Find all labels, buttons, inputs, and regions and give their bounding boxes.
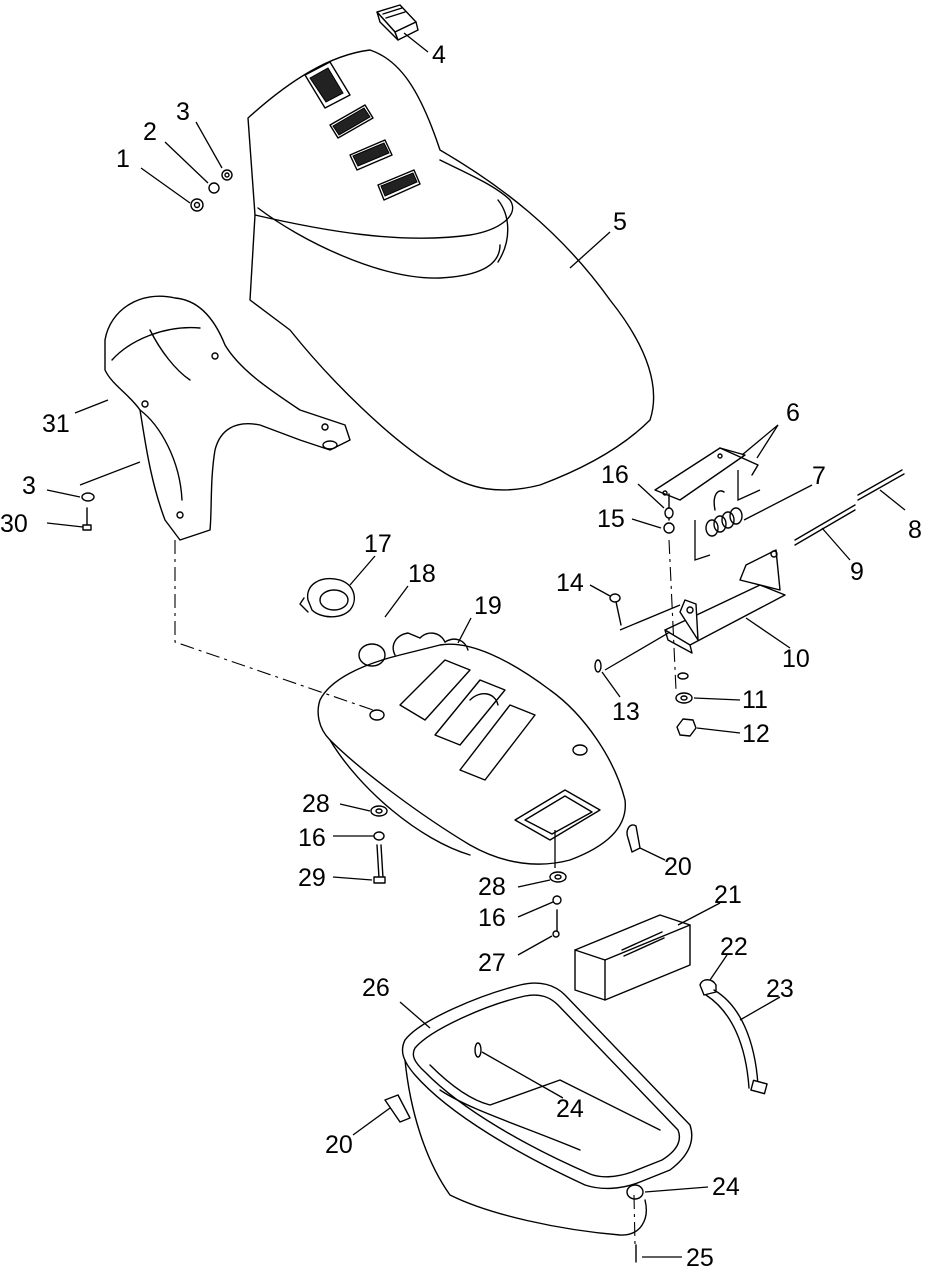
callout-26: 26 — [362, 974, 390, 1002]
shroud-part-31 — [104, 295, 351, 541]
callout-28-left: 28 — [302, 790, 330, 818]
callout-6: 6 — [786, 399, 800, 427]
callout-labels: 1 2 3 4 5 6 7 8 9 10 11 12 13 14 15 16 1… — [0, 41, 922, 1272]
latch-assembly — [604, 447, 905, 671]
switch-part-4 — [376, 4, 419, 41]
flange-part-17 — [299, 578, 356, 618]
callout-18: 18 — [408, 560, 436, 588]
callout-3-top: 3 — [176, 98, 190, 126]
hood-cover — [247, 49, 655, 491]
tray-part-26 — [401, 982, 693, 1263]
callout-4: 4 — [432, 41, 446, 69]
callout-11: 11 — [742, 686, 768, 714]
clip-part-20-upper — [626, 824, 641, 853]
strap-part-22-23 — [699, 979, 768, 1095]
callout-12: 12 — [742, 720, 770, 748]
callout-5: 5 — [613, 208, 627, 236]
assembly-lines — [174, 539, 677, 1246]
pin-part-20-lower — [384, 1094, 411, 1123]
box-part-21 — [574, 914, 691, 1001]
callout-7: 7 — [812, 462, 826, 490]
callout-20-lower: 20 — [325, 1131, 353, 1159]
callout-31: 31 — [42, 410, 70, 438]
callout-21: 21 — [714, 881, 742, 909]
callout-16-center: 16 — [478, 904, 506, 932]
callout-29: 29 — [298, 864, 326, 892]
callout-2: 2 — [143, 118, 157, 146]
callout-28-center: 28 — [478, 873, 506, 901]
callout-25: 25 — [686, 1244, 714, 1272]
callout-22: 22 — [720, 933, 748, 961]
fasteners-1-2-3 — [190, 169, 233, 212]
callout-19: 19 — [474, 592, 502, 620]
hardware-28-16-27-center — [549, 830, 567, 938]
callout-13: 13 — [612, 698, 640, 726]
spring-part-7 — [705, 490, 743, 537]
hardware-11-16 — [594, 493, 697, 737]
callout-30: 30 — [0, 510, 28, 538]
callout-16-left: 16 — [298, 824, 326, 852]
callout-10: 10 — [782, 645, 810, 673]
callout-15: 15 — [597, 505, 625, 533]
fasteners-3-30 — [81, 492, 95, 531]
callout-24-outer: 24 — [712, 1173, 740, 1201]
callout-20-upper: 20 — [664, 853, 692, 881]
hardware-28-16-29-left — [370, 805, 388, 884]
housing-part-19 — [317, 632, 626, 865]
callout-9: 9 — [850, 558, 864, 586]
callout-3-left: 3 — [22, 472, 36, 500]
callout-23: 23 — [766, 975, 794, 1003]
callout-24-inner: 24 — [556, 1095, 584, 1123]
callout-17: 17 — [364, 530, 392, 558]
callout-14: 14 — [556, 569, 584, 597]
leader-lines — [46, 32, 906, 1258]
callout-16-top: 16 — [601, 461, 629, 489]
callout-1: 1 — [116, 145, 130, 173]
callout-8: 8 — [908, 516, 922, 544]
callout-27: 27 — [478, 949, 506, 977]
